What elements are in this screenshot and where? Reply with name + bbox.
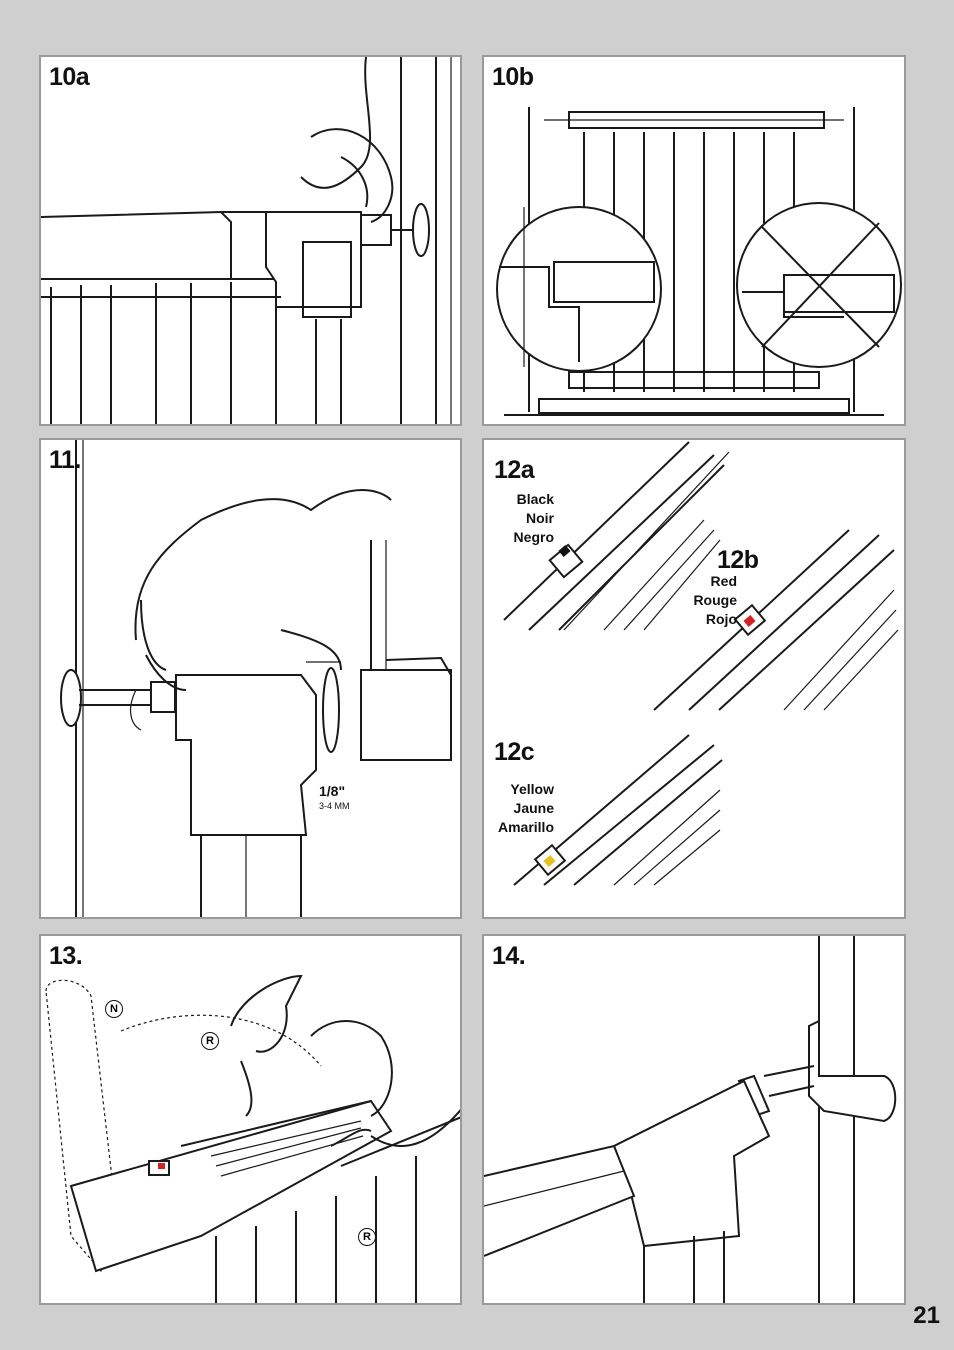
illustration-10b — [496, 107, 902, 416]
step-label-10b: 10b — [492, 63, 534, 91]
black-label: Black Noir Negro — [494, 490, 554, 547]
illustration-10a — [41, 57, 452, 424]
step-label-12b: 12b — [717, 546, 759, 574]
illustration-11 — [60, 440, 452, 917]
yellow-label-es: Amarillo — [497, 819, 554, 835]
red-label-en: Red — [710, 573, 737, 589]
black-label-en: Black — [516, 491, 554, 507]
panel-14: 14. — [482, 934, 906, 1305]
illustration-13 — [45, 974, 460, 1303]
panel-13: 13. N R R — [39, 934, 462, 1305]
gap-inch-text: 1/8" — [319, 783, 346, 799]
red-label-es: Rojo — [705, 611, 737, 627]
illustration-12 — [503, 441, 899, 886]
red-label: Red Rouge Rojo — [674, 572, 737, 629]
illustration-14 — [484, 936, 897, 1303]
page-number: 21 — [913, 1302, 940, 1329]
panel-12: 12a 12b 12c Black Noir Negro Red Rouge R… — [482, 438, 906, 919]
yellow-label: Yellow Jaune Amarillo — [484, 780, 554, 837]
panel-10b: 10b — [482, 55, 906, 426]
black-label-fr: Noir — [526, 510, 554, 526]
step-label-12a: 12a — [494, 456, 535, 484]
panel-10a: 10a — [39, 55, 462, 426]
panel-11: 11. 1/8" 3-4 MM — [39, 438, 462, 919]
marker-r-lower: R — [358, 1228, 376, 1246]
red-indicator-13 — [158, 1163, 165, 1169]
marker-r-upper: R — [201, 1032, 219, 1050]
step-label-14: 14. — [492, 942, 526, 970]
yellow-label-en: Yellow — [510, 781, 554, 797]
yellow-label-fr: Jaune — [513, 800, 554, 816]
step-label-10a: 10a — [49, 63, 90, 91]
black-label-es: Negro — [513, 529, 554, 545]
gap-mm-text: 3-4 MM — [319, 801, 350, 811]
step-label-13: 13. — [49, 942, 83, 970]
gap-label: 1/8" 3-4 MM — [319, 782, 350, 811]
step-label-12c: 12c — [494, 738, 535, 766]
step-label-11: 11. — [49, 446, 81, 474]
marker-n: N — [105, 1000, 123, 1018]
red-label-fr: Rouge — [693, 592, 737, 608]
